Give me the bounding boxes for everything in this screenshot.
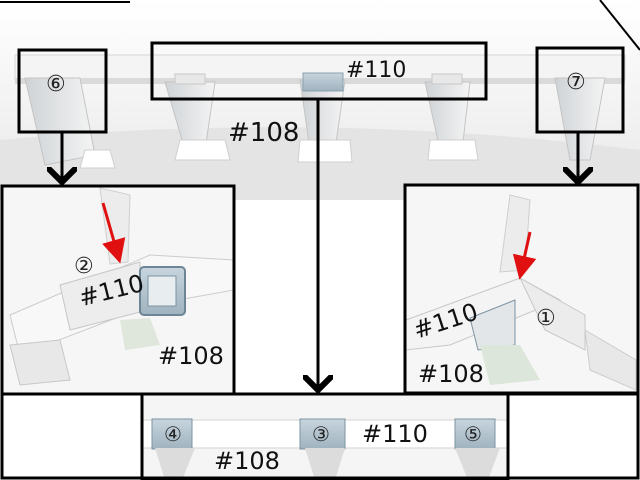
top-circle-6: ⑥ (46, 72, 66, 97)
red-arrow-right (512, 231, 537, 280)
left-circle-2: ② (74, 254, 94, 279)
left-inset-photo (2, 186, 235, 394)
bottom-label-108: #108 (214, 447, 280, 475)
bottom-circle-3: ③ (312, 422, 330, 446)
bottom-strip-frame (0, 392, 640, 480)
right-circle-1: ① (536, 306, 556, 331)
right-inset-photo (405, 185, 638, 393)
bottom-circle-4: ④ (164, 422, 182, 446)
box-7 (535, 46, 625, 134)
bottom-circle-5: ⑤ (464, 422, 482, 446)
left-label-108: #108 (158, 342, 224, 370)
bottom-label-110: #110 (362, 420, 428, 448)
red-arrow-left (101, 202, 126, 264)
top-label-110: #110 (346, 58, 407, 83)
top-label-108: #108 (228, 118, 300, 148)
top-circle-7: ⑦ (566, 70, 586, 95)
right-label-108: #108 (418, 360, 484, 388)
